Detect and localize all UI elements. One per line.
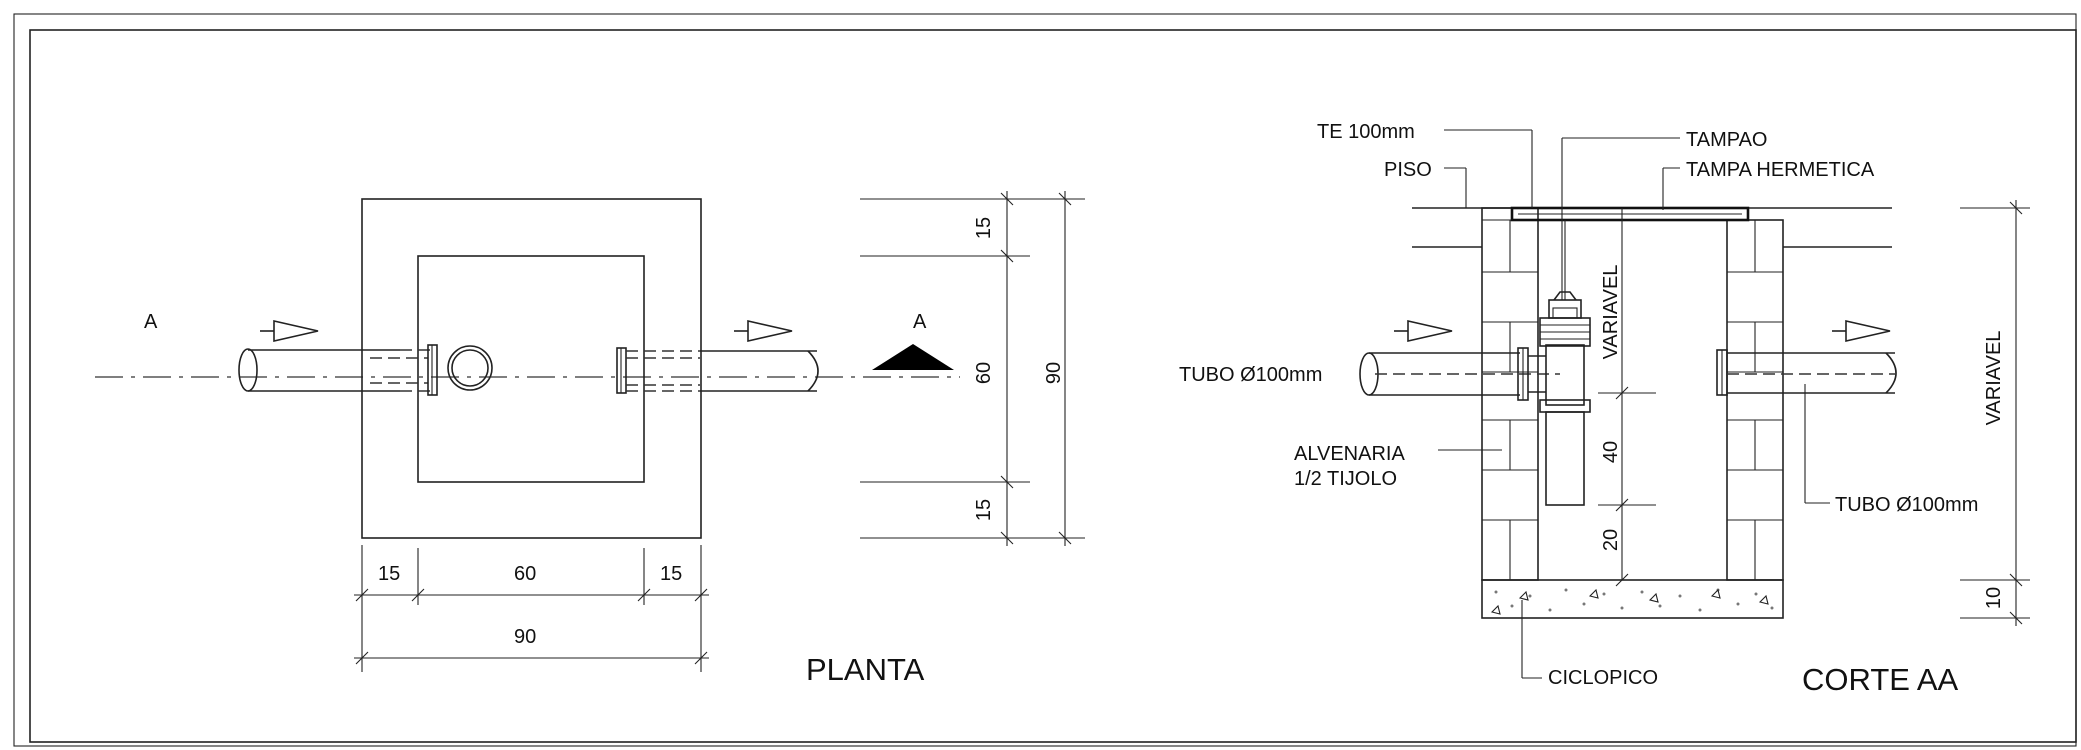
dim-right-mid: 60 [973,362,995,384]
tampa-hermetica [1510,206,1750,222]
box-outer [361,198,702,539]
dim-bottom-left: 15 [378,563,400,585]
label-te: TE 100mm [1317,121,1415,143]
section-marker-left: A [144,311,158,333]
wall-right [1726,219,1784,581]
corte-right-pipe [1716,349,1897,396]
label-tampao: TAMPAO [1686,129,1767,151]
corte-outer-dims: VARIAVEL 10 [1960,200,2030,626]
inner-border [29,29,2077,743]
label-tampa: TAMPA HERMETICA [1686,159,1875,181]
flow-arrow-right-icon [747,319,793,343]
planta-dim-right: 15 60 15 90 [860,191,1085,546]
dim-variavel-outer: VARIAVEL [1983,331,2005,426]
planta-right-pipe [616,347,819,394]
corte-flow-arrow-left-icon [1407,319,1453,343]
corte-title: CORTE AA [1802,662,1959,697]
section-marker-right: A [913,311,927,333]
dim-40: 40 [1600,441,1622,463]
corte-inner-dims: VARIAVEL 40 20 [1598,208,1656,587]
te-riser [1539,220,1591,506]
label-alvenaria-2: 1/2 TIJOLO [1294,468,1397,490]
planta-te-circle [447,345,493,391]
planta-title: PLANTA [806,652,925,687]
box-inner [417,255,645,483]
planta-dim-bottom: 15 60 15 90 [354,545,709,672]
dim-bottom-mid: 60 [514,563,536,585]
dim-bottom-total: 90 [514,626,536,648]
dim-right-total: 90 [1043,362,1065,384]
planta-left-pipe [238,344,438,396]
concrete-base [1481,579,1784,619]
corte-labels: TE 100mm PISO TAMPAO TAMPA HERMETICA TUB… [1179,121,1978,689]
label-ciclopico: CICLOPICO [1548,667,1658,689]
corte-left-pipe [1359,347,1560,401]
corte-view: VARIAVEL 40 20 VARIAVEL 10 TE 100mm PISO [1179,121,2030,697]
dim-10: 10 [1983,587,2005,609]
label-piso: PISO [1384,159,1432,181]
dim-20: 20 [1600,529,1622,551]
corte-flow-arrow-right-icon [1845,319,1891,343]
label-tubo-left: TUBO Ø100mm [1179,364,1322,386]
dim-right-top: 15 [973,217,995,239]
wall-left [1481,207,1539,581]
planta-view: A A 15 60 15 90 [95,191,1085,687]
label-alvenaria-1: ALVENARIA [1294,443,1405,465]
label-tubo-right: TUBO Ø100mm [1835,494,1978,516]
dim-variavel-inner: VARIAVEL [1600,265,1622,360]
section-triangle-icon [872,344,954,370]
dim-right-bottom: 15 [973,499,995,521]
flow-arrow-left-icon [273,319,319,343]
dim-bottom-right: 15 [660,563,682,585]
